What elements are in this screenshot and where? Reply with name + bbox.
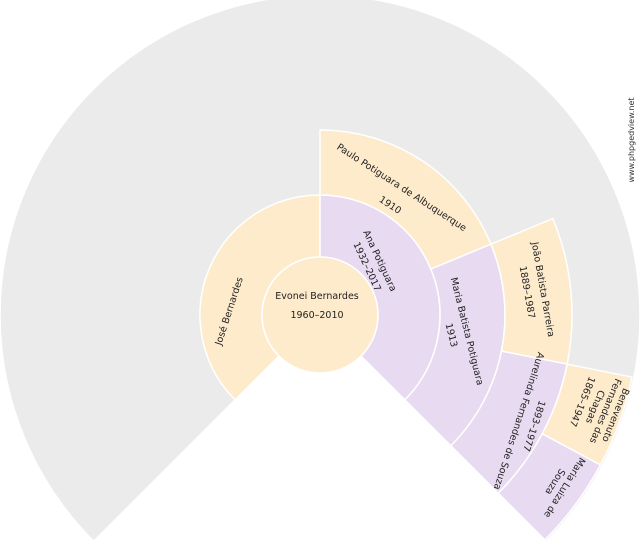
root-dates: 1960–2010 xyxy=(290,310,343,321)
watermark-text: www.phpgedview.net xyxy=(627,97,636,182)
root-name: Evonei Bernardes xyxy=(275,291,359,302)
root-person-circle[interactable] xyxy=(261,256,379,374)
segment-great-great-grandmother[interactable] xyxy=(497,432,602,541)
